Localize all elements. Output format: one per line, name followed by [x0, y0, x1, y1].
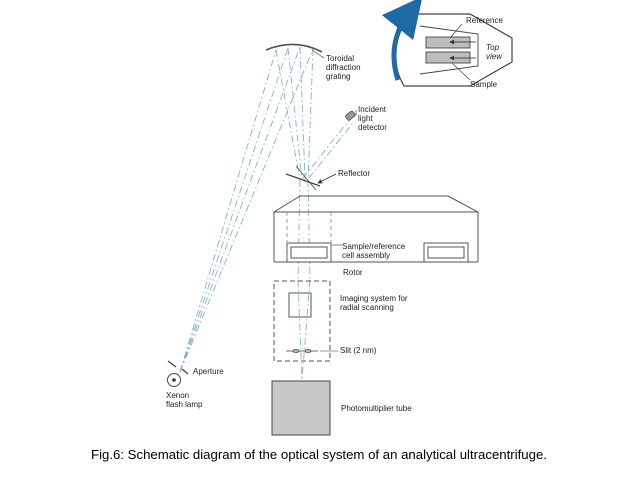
label-grating: Toroidal diffraction grating — [326, 54, 361, 81]
label-reflector: Reflector — [338, 169, 371, 178]
imaging-lens — [288, 292, 312, 318]
label-xenon-lamp: Xenon flash lamp — [166, 391, 203, 409]
label-cell-assembly: Sample/reference cell assembly — [342, 242, 406, 260]
lamp-to-grating-beams — [179, 46, 314, 373]
label-aperture: Aperture — [193, 367, 224, 376]
leader-lines — [311, 49, 357, 352]
top-view-inset — [393, 13, 513, 87]
reflector-pointer — [317, 173, 337, 184]
label-rotor: Rotor — [343, 268, 363, 277]
label-slit: Slit (2 nm) — [340, 346, 377, 355]
aperture — [167, 360, 189, 375]
photomultiplier-tube — [271, 380, 331, 436]
label-imaging-system: Imaging system for radial scanning — [340, 294, 408, 312]
label-detector: Incident light detector — [358, 105, 387, 132]
label-sample: Sample — [470, 80, 498, 89]
incident-light-detector — [345, 110, 356, 121]
figure-caption: Fig.6: Schematic diagram of the optical … — [91, 447, 547, 462]
label-reference: Reference — [466, 16, 503, 25]
imaging-system-box — [273, 280, 331, 362]
label-photomultiplier: Photomultiplier tube — [341, 404, 412, 413]
xenon-flash-lamp — [167, 373, 181, 387]
toroidal-grating — [265, 43, 323, 53]
rotation-arrow — [381, 0, 423, 81]
slit — [286, 348, 318, 353]
rotor-dashes — [286, 212, 332, 262]
label-top-view: Top view — [486, 43, 503, 61]
rotor-cells — [286, 242, 469, 263]
reflector — [285, 165, 321, 191]
detector-beams — [302, 118, 354, 179]
